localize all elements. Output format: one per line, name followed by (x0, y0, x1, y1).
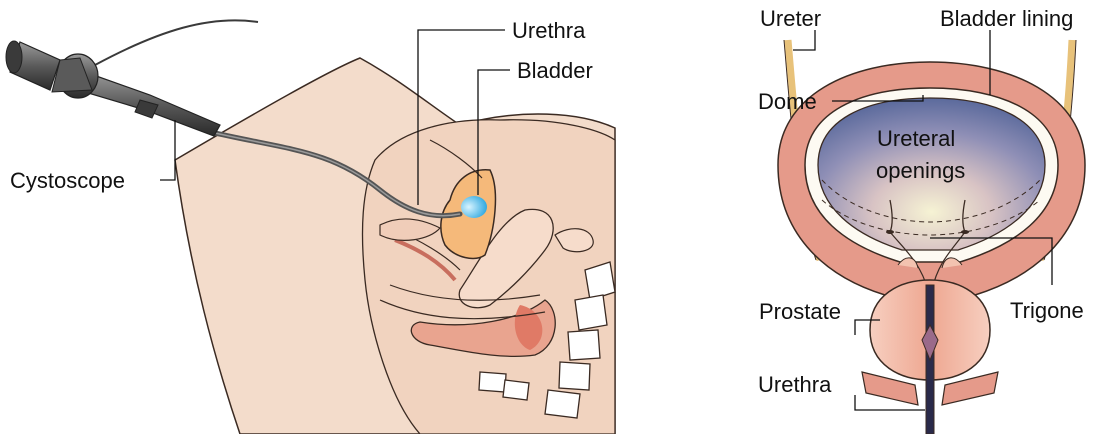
label-bladder-left: Bladder (517, 58, 593, 83)
label-cystoscope: Cystoscope (10, 168, 125, 193)
right-figure-bladder-cross-section: Ureter Bladder lining Dome Ureteral open… (758, 6, 1085, 434)
label-dome: Dome (758, 89, 817, 114)
label-ureteral-openings-line1: Ureteral (877, 126, 955, 151)
label-urethra-left: Urethra (512, 18, 586, 43)
label-trigone: Trigone (1010, 298, 1084, 323)
left-figure-sagittal-view: Urethra Bladder Cystoscope (6, 18, 615, 434)
label-urethra-right: Urethra (758, 372, 832, 397)
label-ureter: Ureter (760, 6, 821, 31)
cystoscope-cable (95, 20, 258, 65)
label-bladder-lining: Bladder lining (940, 6, 1073, 31)
scope-light-beam (461, 196, 487, 218)
label-prostate: Prostate (759, 299, 841, 324)
label-ureteral-openings-line2: openings (876, 158, 965, 183)
